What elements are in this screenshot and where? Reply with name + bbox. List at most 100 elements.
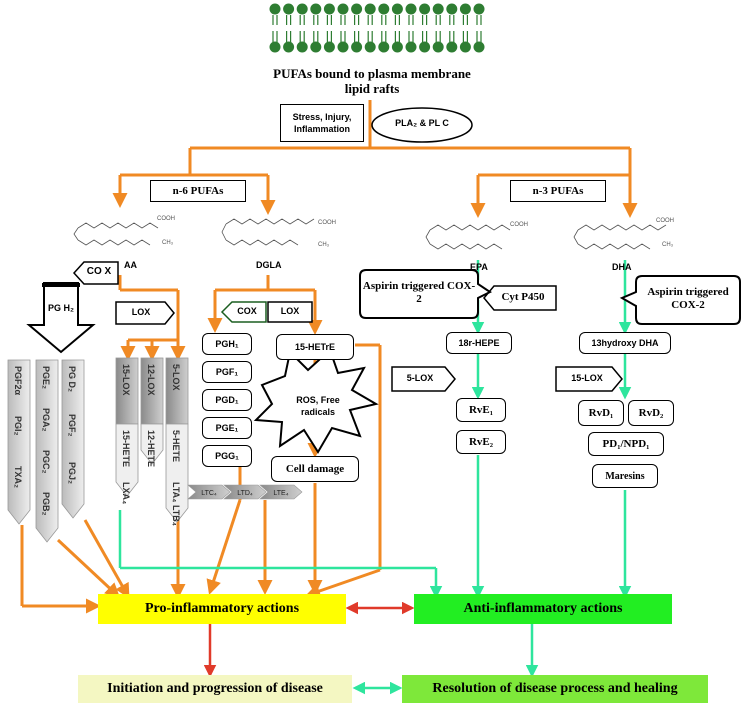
aa-cox-label: CO X [86, 266, 112, 277]
lipid-head-bottom [378, 41, 390, 53]
lox-extra-label: LTA₄ LTB₄ [171, 482, 181, 526]
aa-lox-label: LOX [131, 307, 151, 317]
dha-label: DHA [612, 262, 632, 272]
lipid-tail-top [326, 15, 332, 25]
dgla-cox-shape [220, 301, 267, 323]
lipid-head-bottom [459, 41, 471, 53]
dgla-lox-label: LOX [280, 306, 300, 316]
lipid-tail-bottom [422, 31, 428, 42]
lipid-head-bottom [473, 41, 485, 53]
cyt-p450-shape [483, 285, 557, 311]
leukotriene-chevron [223, 484, 267, 500]
prostanoid-label: PGC₂ [41, 450, 51, 474]
lipid-tail-top [286, 15, 292, 25]
aa-label: AA [124, 260, 137, 270]
lipid-head-top [351, 3, 363, 15]
initiation-box: Initiation and progression of disease [78, 675, 352, 703]
prostanoid-column [7, 359, 31, 525]
trigger-box: Stress, Injury, Inflammation [280, 104, 364, 142]
leukotriene-chevron [187, 484, 231, 500]
lipid-head-top [432, 3, 444, 15]
lox-product-column [115, 423, 139, 497]
lipid-tail-bottom [326, 31, 332, 42]
lipid-tail-bottom [340, 31, 346, 42]
membrane-title: PUFAs bound to plasma membrane lipid raf… [0, 66, 744, 96]
trigger-line2: Inflammation [293, 124, 350, 134]
lipid-tail-top [408, 15, 414, 25]
lipid-head-bottom [283, 41, 295, 53]
lipid-head-bottom [364, 41, 376, 53]
prostanoid-label: PGF2α [13, 366, 23, 396]
epa-label: EPA [470, 262, 488, 272]
orange-connectors [20, 100, 638, 614]
prostanoid-label: PGJ₂ [67, 462, 77, 484]
lipid-tail-top [462, 15, 468, 25]
lox-product-column [165, 423, 189, 523]
rve2-box: RvE₂ [456, 430, 506, 454]
lipid-head-top [405, 3, 417, 15]
lipid-tail-top [394, 15, 400, 25]
rvd2-box: RvD₂ [628, 400, 674, 426]
dgla-product-box: PGE₁ [202, 417, 252, 439]
prostanoid-label: PGB₂ [41, 492, 51, 516]
lox-extra-label: LXA₄ [121, 482, 131, 504]
lipid-head-top [391, 3, 403, 15]
lipid-tail-top [476, 15, 482, 25]
membrane-title-line2: lipid rafts [344, 81, 400, 96]
pd1-box: PD₁/NPD₁ [588, 432, 664, 456]
lipid-head-top [337, 3, 349, 15]
lipid-head-top [269, 3, 281, 15]
lipid-tail-bottom [476, 31, 482, 42]
dgla-cox-label: COX [237, 306, 257, 316]
lipid-head-top [459, 3, 471, 15]
lipid-head-bottom [296, 41, 308, 53]
rvd1-box: RvD₁ [578, 400, 624, 426]
maresins-box: Maresins [592, 464, 658, 488]
lox-enzyme-label: 12-LOX [146, 364, 156, 396]
pro-inflammatory-box: Pro-inflammatory actions [98, 594, 346, 624]
lipid-head-top [364, 3, 376, 15]
prostanoid-label: PGE₂ [41, 366, 51, 389]
dgla-product-box: PGG₁ [202, 445, 252, 467]
aa-cox-shape [72, 261, 119, 285]
lipid-head-bottom [310, 41, 322, 53]
leukotriene-label: LTC₄ [201, 490, 217, 497]
dgla-cooh-label: COOH [318, 220, 336, 226]
pla-oval [371, 107, 473, 143]
lipid-tail-bottom [435, 31, 441, 42]
dgla-lox-shape [267, 301, 313, 323]
resolution-box: Resolution of disease process and healin… [402, 675, 708, 703]
lipid-tail-bottom [367, 31, 373, 42]
leukotriene-label: LTE₄ [273, 490, 288, 497]
lipid-head-top [323, 3, 335, 15]
lipid-tail-top [367, 15, 373, 25]
lipid-head-top [419, 3, 431, 15]
cell-damage-box: Cell damage [271, 456, 359, 482]
lox-columns: 15-LOX15-HETELXA₄12-LOX12-HETE5-LOX5-HET… [115, 357, 189, 526]
lipid-tail-bottom [462, 31, 468, 42]
prostanoid-label: PGI₂ [13, 416, 23, 436]
leukotriene-chevrons: LTC₄ LTD₄ LTE₄ [187, 484, 303, 500]
lipid-head-top [378, 3, 390, 15]
lipid-head-bottom [351, 41, 363, 53]
leukotriene-label: LTD₄ [237, 490, 253, 497]
epa-cooh-label: COOH [510, 222, 528, 228]
lipid-head-top [473, 3, 485, 15]
pgh2-label: PG H₂ [47, 303, 74, 313]
lipid-head-top [283, 3, 295, 15]
lox-product-label: 5-HETE [171, 430, 181, 462]
aa-cooh-label: COOH [157, 216, 175, 222]
dgla-label: DGLA [256, 260, 282, 270]
lox-product-label: 12-HETE [146, 430, 156, 467]
membrane-title-line1: PUFAs bound to plasma membrane [273, 66, 471, 81]
epa-aspirin-label: Aspirin triggered COX-2 [362, 280, 476, 305]
lipid-head-bottom [419, 41, 431, 53]
lipid-tail-bottom [381, 31, 387, 42]
dha-cooh-label: COOH [656, 218, 674, 224]
prostanoid-column [61, 359, 85, 519]
dha-aspirin-label: Aspirin triggered COX-2 [647, 286, 729, 311]
lipid-tail-bottom [394, 31, 400, 42]
prostanoid-label: PGA₂ [41, 408, 51, 432]
